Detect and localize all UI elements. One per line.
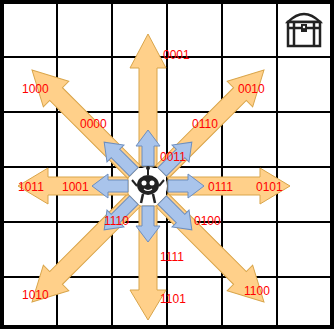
- code-label: 0111: [208, 180, 233, 194]
- arrows: [18, 34, 290, 320]
- code-label: 1001: [62, 180, 89, 194]
- grid-border: [2, 2, 332, 327]
- code-label: 0001: [163, 48, 190, 62]
- short-arrows: [92, 130, 204, 242]
- long-arrows: [18, 34, 290, 320]
- code-label: 1110: [104, 214, 129, 228]
- code-label: 0101: [256, 180, 283, 194]
- code-label: 1010: [22, 288, 49, 302]
- code-label: 0010: [238, 82, 265, 96]
- code-label: 0000: [80, 117, 107, 131]
- code-label: 1011: [18, 180, 44, 194]
- code-label: 0110: [192, 117, 218, 131]
- code-label: 0011: [160, 150, 186, 164]
- code-label: 1000: [22, 82, 49, 96]
- code-label: 1101: [160, 292, 186, 306]
- code-label: 1100: [244, 284, 270, 298]
- code-label: 0100: [194, 214, 221, 228]
- treasure-chest-icon: [288, 14, 320, 46]
- robot-icon: [129, 166, 167, 205]
- code-label: 1111: [160, 250, 184, 264]
- grid-lines: [2, 2, 332, 327]
